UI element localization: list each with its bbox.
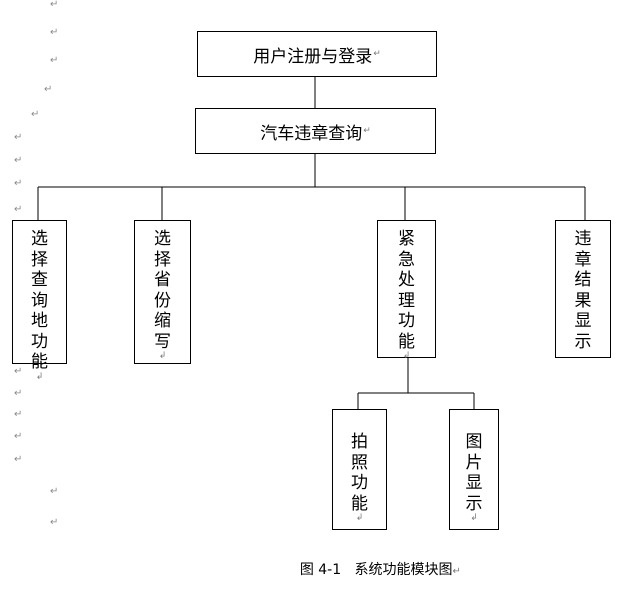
paragraph-mark: ↵ bbox=[14, 454, 23, 465]
box-label: 拍照功能 bbox=[351, 432, 368, 514]
figure-caption: 图 4-1 系统功能模块图↵ bbox=[282, 543, 461, 595]
paragraph-mark: ↵ bbox=[44, 84, 53, 95]
return-mark: ↲ bbox=[355, 513, 364, 523]
return-mark: ↲ bbox=[35, 371, 44, 382]
paragraph-mark: ↵ bbox=[14, 366, 23, 377]
connector-lines bbox=[37, 77, 586, 409]
box-label-vertical: 图片显示 bbox=[466, 432, 483, 514]
box-label: 选择查询地功能 bbox=[31, 229, 48, 372]
return-mark: ↲ bbox=[470, 513, 478, 523]
paragraph-mark: ↵ bbox=[14, 155, 23, 166]
box-label: 图片显示 bbox=[465, 432, 483, 514]
paragraph-mark: ↵ bbox=[50, 0, 59, 10]
paragraph-mark: ↵ bbox=[50, 486, 59, 497]
box-label: 汽车违章查询 bbox=[260, 123, 363, 144]
box-label: 违章结果显示 bbox=[574, 229, 592, 352]
return-mark: ↲ bbox=[158, 351, 167, 361]
box-label-vertical: 选择省份缩写 bbox=[154, 229, 171, 352]
box-label-vertical: 违章结果显示 bbox=[575, 229, 592, 352]
paragraph-mark: ↵ bbox=[31, 109, 40, 120]
box-label-vertical: 拍照功能 bbox=[351, 432, 368, 514]
paragraph-mark: ↵ bbox=[14, 388, 23, 399]
return-mark: ↲ bbox=[402, 351, 411, 361]
paragraph-mark: ↵ bbox=[14, 178, 23, 189]
box-label-vertical: 紧急处理功能 bbox=[398, 229, 415, 352]
box-emergency-handling: 紧急处理功能 ↲ bbox=[377, 220, 436, 361]
box-vehicle-violation-query: 汽车违章查询↵ bbox=[195, 108, 436, 154]
paragraph-mark: ↵ bbox=[14, 132, 23, 143]
paragraph-mark: ↵ bbox=[50, 27, 59, 38]
box-photo-function: 拍照功能 ↲ bbox=[332, 409, 387, 530]
return-mark: ↵ bbox=[452, 566, 461, 577]
paragraph-mark: ↵ bbox=[14, 204, 23, 215]
box-label: 选择省份缩写 bbox=[154, 229, 171, 352]
box-select-province-abbr: 选择省份缩写 ↲ bbox=[134, 220, 191, 364]
figure-caption-text: 图 4-1 系统功能模块图 bbox=[299, 562, 453, 578]
box-user-registration-login: 用户注册与登录↵ bbox=[197, 31, 437, 77]
paragraph-mark: ↵ bbox=[50, 55, 59, 66]
box-select-query-location: 选择查询地功能 ↲ bbox=[12, 220, 67, 381]
box-label: 用户注册与登录 bbox=[253, 46, 373, 67]
box-image-display: 图片显示 ↲ bbox=[449, 409, 499, 530]
return-mark: ↵ bbox=[363, 125, 371, 136]
box-violation-result-display: 违章结果显示 bbox=[555, 220, 611, 358]
paragraph-mark: ↵ bbox=[50, 517, 59, 528]
paragraph-mark: ↵ bbox=[14, 431, 23, 442]
box-label-vertical: 选择查询地功能 bbox=[31, 229, 48, 373]
return-mark: ↵ bbox=[373, 48, 381, 59]
diagram-page: 用户注册与登录↵ 汽车违章查询↵ 选择查询地功能 ↲ 选择省份缩写 ↲ 紧急处理… bbox=[12, 0, 611, 578]
paragraph-mark: ↵ bbox=[14, 409, 23, 420]
box-label: 紧急处理功能 bbox=[398, 229, 415, 352]
